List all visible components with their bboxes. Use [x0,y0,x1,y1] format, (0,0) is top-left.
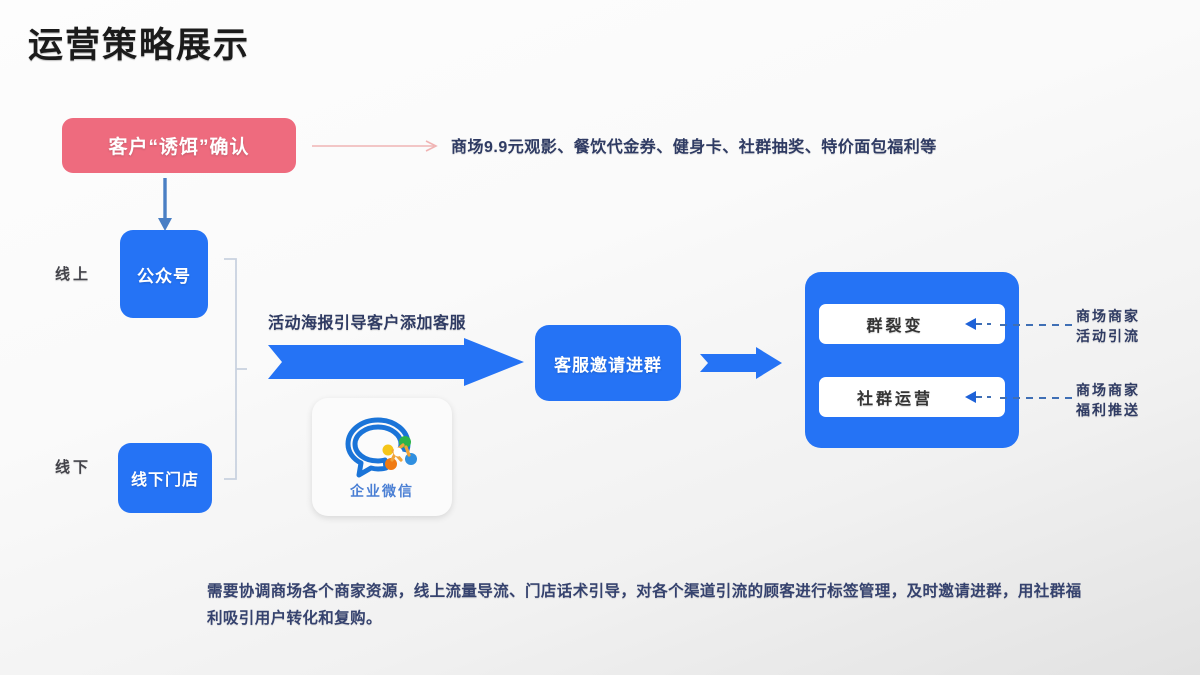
channel-label-online: 线上 [55,266,92,283]
group-item-community-ops[interactable]: 社群运营 [819,376,1005,417]
channel-bracket [222,258,248,480]
invite-to-group-box[interactable]: 客服邀请进群 [535,325,681,401]
side-note-fission-line2: 活动引流 [1076,328,1140,344]
bait-arrow-icon [312,138,442,154]
inbound-arrow-head-icon [965,390,991,404]
secondary-flow-arrow-icon [700,345,782,381]
main-flow-arrow-icon [268,338,524,386]
side-note-fission-line1: 商场商家 [1076,308,1140,324]
channel-box-online-label: 公众号 [137,266,191,286]
side-note-community-ops-line1: 商场商家 [1076,382,1140,398]
page-title: 运营策略展示 [28,26,251,65]
group-item-community-ops-label: 社群运营 [856,390,933,408]
dashed-connector-community-ops [1000,391,1072,405]
side-note-fission: 商场商家 活动引流 [1076,306,1140,346]
footer-summary-text: 需要协调商场各个商家资源，线上流量导流、门店话术引导，对各个渠道引流的顾客进行标… [207,583,1082,627]
dashed-connector-fission [1000,318,1072,332]
inbound-arrow-head-icon [965,317,991,331]
channel-box-offline-store[interactable]: 线下门店 [118,443,212,513]
bait-confirm-box[interactable]: 客户“诱饵”确认 [62,118,296,173]
bait-confirm-label: 客户“诱饵”确认 [108,137,250,158]
group-operations-panel: 群裂变 社群运营 [805,272,1019,448]
wecom-icon [345,417,417,477]
group-item-fission[interactable]: 群裂变 [819,303,1005,344]
channel-box-offline-label: 线下门店 [130,472,199,489]
side-note-community-ops-line2: 福利推送 [1076,402,1140,418]
poster-guide-caption: 活动海报引导客户添加客服 [268,315,467,332]
group-item-fission-label: 群裂变 [866,317,924,335]
invite-to-group-label: 客服邀请进群 [554,355,662,375]
wecom-name-label: 企业微信 [350,482,414,499]
bait-detail-text: 商场9.9元观影、餐饮代金券、健身卡、社群抽奖、特价面包福利等 [451,139,937,156]
down-arrow-icon [156,178,174,232]
channel-box-official-account[interactable]: 公众号 [120,230,208,318]
wecom-logo-card: 企业微信 [312,398,452,516]
side-note-community-ops: 商场商家 福利推送 [1076,380,1140,420]
channel-label-offline: 线下 [55,459,92,476]
